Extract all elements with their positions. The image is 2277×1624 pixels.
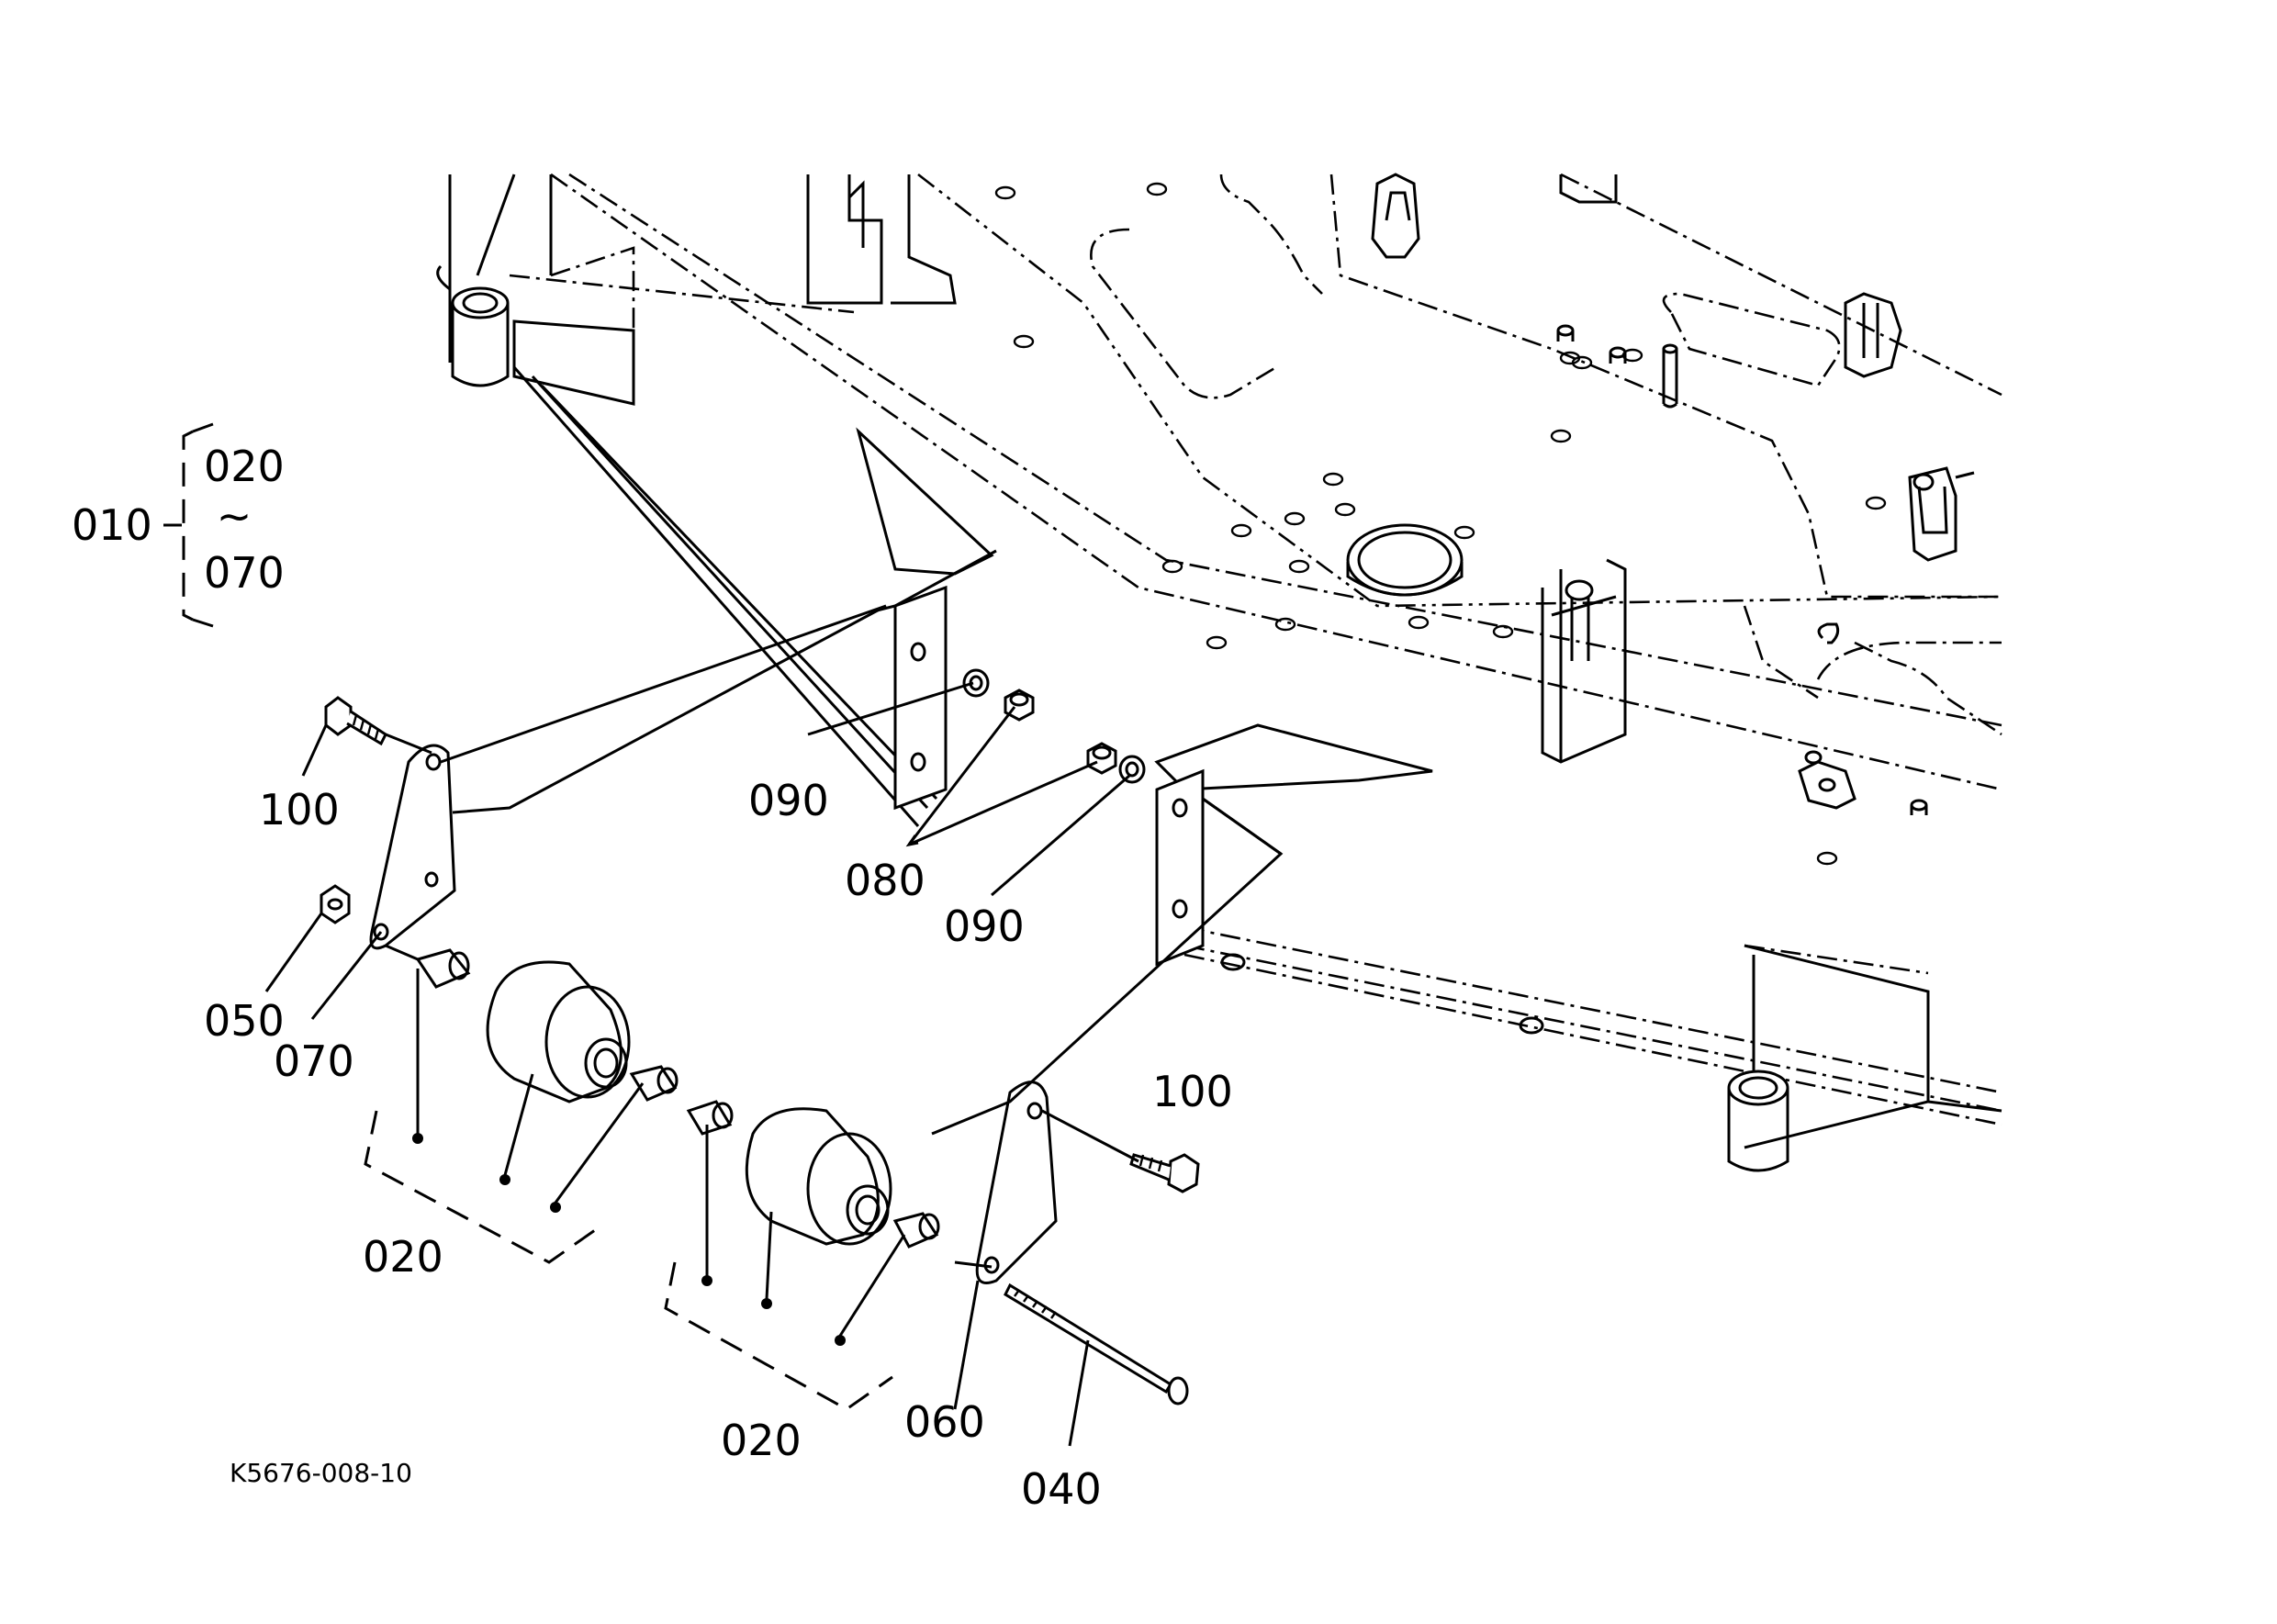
roller-assembly-020-left [415, 948, 679, 1103]
callout-040: 040 [1021, 1464, 1102, 1514]
group-bracket-020-right [664, 1261, 893, 1411]
deck-bracket-right [1154, 723, 1433, 967]
callout-070: 070 [274, 1036, 354, 1086]
assembly-bracket-010 [163, 422, 214, 628]
leader-dots [412, 1133, 846, 1346]
plate-060 [975, 1081, 1058, 1284]
callout-020-right: 020 [721, 1416, 802, 1465]
callout-020-left: 020 [363, 1232, 443, 1282]
bolt-100-right [1129, 1153, 1200, 1193]
callout-060: 060 [904, 1397, 985, 1447]
mower-deck [436, 173, 2002, 1172]
callout-range-separator: ~ [217, 491, 252, 541]
callout-100-right: 100 [1152, 1067, 1233, 1116]
washers-090 [962, 668, 1146, 784]
spacer-nuts-080 [1004, 689, 1117, 775]
callout-090-left: 090 [748, 776, 829, 825]
plate-070 [369, 744, 456, 950]
callout-range-end: 070 [204, 548, 285, 598]
arrowhead [905, 834, 919, 847]
callout-050: 050 [204, 996, 285, 1046]
drawing-number: K5676-008-10 [230, 1458, 412, 1488]
callout-010: 010 [72, 500, 152, 550]
bolt-100-left [324, 696, 387, 746]
roller-assembly-020-right [686, 1100, 940, 1249]
callout-range-start: 020 [204, 442, 285, 491]
nut-050 [320, 884, 351, 924]
callout-090-right: 090 [944, 902, 1025, 951]
callout-080: 080 [845, 856, 925, 905]
long-bolt-040 [1004, 1282, 1189, 1406]
group-bracket-020-left [364, 1110, 596, 1264]
deck-bracket-left [856, 427, 997, 811]
leader-lines [264, 604, 1284, 1447]
callout-100-left: 100 [259, 785, 340, 834]
